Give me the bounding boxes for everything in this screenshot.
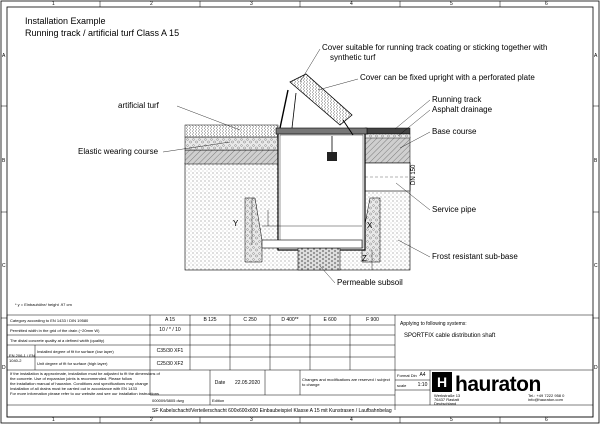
hauraton-logo-icon: H <box>432 372 452 392</box>
system-name: SPORTFIX cable distribution shaft <box>404 333 496 339</box>
date-value: 22.05.2020 <box>234 379 261 386</box>
row-low-label: Installed degree of fit for surface (low… <box>37 348 114 354</box>
note-1: If the installation is approximate, inst… <box>10 371 160 376</box>
format-value: A4 <box>419 372 426 378</box>
label-base-course: Base course <box>432 127 477 136</box>
row-width-value: 10 / * / 10 <box>159 327 181 333</box>
asphalt-drainage-layer <box>364 133 411 139</box>
email: info@hauraton.com <box>528 397 563 402</box>
frame-row-a-right: A <box>594 53 598 59</box>
class-b125: B 125 <box>203 317 217 323</box>
class-e600: E 600 <box>323 317 337 323</box>
frame-row-d-right: D <box>594 365 598 371</box>
note-2: the concrete. Use of expansion joints is… <box>10 376 133 381</box>
note-4: Installation of all drains must be carri… <box>10 386 137 391</box>
left-base-layer <box>184 149 279 165</box>
row-concrete-label: The distal concrete quality at a defined… <box>10 337 105 343</box>
note-5: For more information please refer to our… <box>10 391 159 396</box>
label-service-pipe: Service pipe <box>432 205 477 214</box>
permeable-base <box>297 247 341 271</box>
label-cover-fixed: Cover can be fixed upright with a perfor… <box>360 73 535 82</box>
cable-plug-icon <box>327 152 337 161</box>
frame-row-c: C <box>2 263 6 269</box>
address-2: 76437 Rastatt <box>434 397 459 402</box>
label-permeable: Permeable subsoil <box>337 278 403 287</box>
class-f900: F 900 <box>366 317 379 323</box>
applies-label: Applying to following systems: <box>400 321 467 327</box>
drawing-title: Installation Example <box>25 16 106 26</box>
row-width-label: Permitted width in the grid of the drain… <box>10 327 100 333</box>
note-3: the installation manual of hauraton. Con… <box>10 381 149 386</box>
frame-col-2: 2 <box>150 1 153 7</box>
row-high-value: C25/30 XF2 <box>156 360 184 367</box>
dim-z-label: Z <box>362 254 367 263</box>
frame-col-1: 1 <box>52 1 55 7</box>
label-running-track: Running track <box>432 95 482 104</box>
bottom-description: SF Kabelschacht/Verteilerschacht 600x600… <box>152 408 392 414</box>
label-asphalt-drainage: Asphalt drainage <box>432 105 493 114</box>
class-d400: D 400** <box>281 317 299 323</box>
remark: Changes and modifications are reserved /… <box>302 377 390 387</box>
footnote: * y = Einbauhöhe/ height .97 cm <box>15 302 72 307</box>
scale-label: scale <box>397 382 407 388</box>
brand-logo: hauraton <box>455 373 541 396</box>
label-cover-suitable: Cover suitable for running track coating… <box>322 43 548 52</box>
date-label: Date <box>214 379 226 386</box>
frame-col-6-bottom: 6 <box>545 417 548 423</box>
drawing-number: 000009/5805 dwg <box>152 397 184 403</box>
frame-col-4-bottom: 4 <box>350 417 353 423</box>
base-course <box>364 136 411 164</box>
frame-col-3-bottom: 3 <box>250 417 253 423</box>
frame-row-b: B <box>2 158 6 164</box>
table-header-label: Category according to EN 1433 / DIN 1958… <box>10 317 89 323</box>
row-norm-prefix: EN 206-1 / EN 1040-2 <box>9 352 35 363</box>
dim-y-label: Y <box>233 219 239 228</box>
class-a15: A 15 <box>164 317 175 323</box>
elastic-wearing-course <box>184 136 279 151</box>
row-high-label: Unit degree of fit for surface (high lay… <box>37 361 108 366</box>
frame-row-b-right: B <box>594 158 598 164</box>
scale-value: 1:10 <box>417 382 428 388</box>
address-3: Deutschland <box>434 401 457 406</box>
distribution-shaft <box>277 132 366 251</box>
frame-col-6: 6 <box>545 1 548 7</box>
drawing-subtitle: Running track / artificial turf Class A … <box>25 28 180 38</box>
frame-col-1-bottom: 1 <box>52 417 55 423</box>
label-frost: Frost resistant sub-base <box>432 252 518 261</box>
edition: Edition <box>212 397 225 403</box>
phone: Tel.: +49 7222 958 0 <box>528 393 565 398</box>
running-track-layer <box>364 127 411 135</box>
frame-col-2-bottom: 2 <box>150 417 153 423</box>
label-dn: DN 150 <box>411 164 417 185</box>
label-elastic-wearing: Elastic wearing course <box>78 147 159 156</box>
frame-row-c-right: C <box>594 263 598 269</box>
format-label: Format Din <box>397 372 417 378</box>
frame-col-5: 5 <box>450 1 453 7</box>
frame-col-4: 4 <box>350 1 353 7</box>
label-artificial-turf: artificial turf <box>118 101 159 110</box>
class-c250: C 250 <box>243 317 257 323</box>
frame-col-5-bottom: 5 <box>450 417 453 423</box>
label-cover-suitable-2: synthetic turf <box>330 53 376 62</box>
frame-col-3: 3 <box>250 1 253 7</box>
row-low-value: C35/30 XF1 <box>156 348 184 354</box>
address-1: Werkstraße 13 <box>434 393 461 398</box>
frame-row-d: D <box>2 365 6 371</box>
frame-row-a: A <box>2 53 6 59</box>
dim-x-label: X <box>367 221 373 230</box>
raised-cover <box>289 73 353 126</box>
